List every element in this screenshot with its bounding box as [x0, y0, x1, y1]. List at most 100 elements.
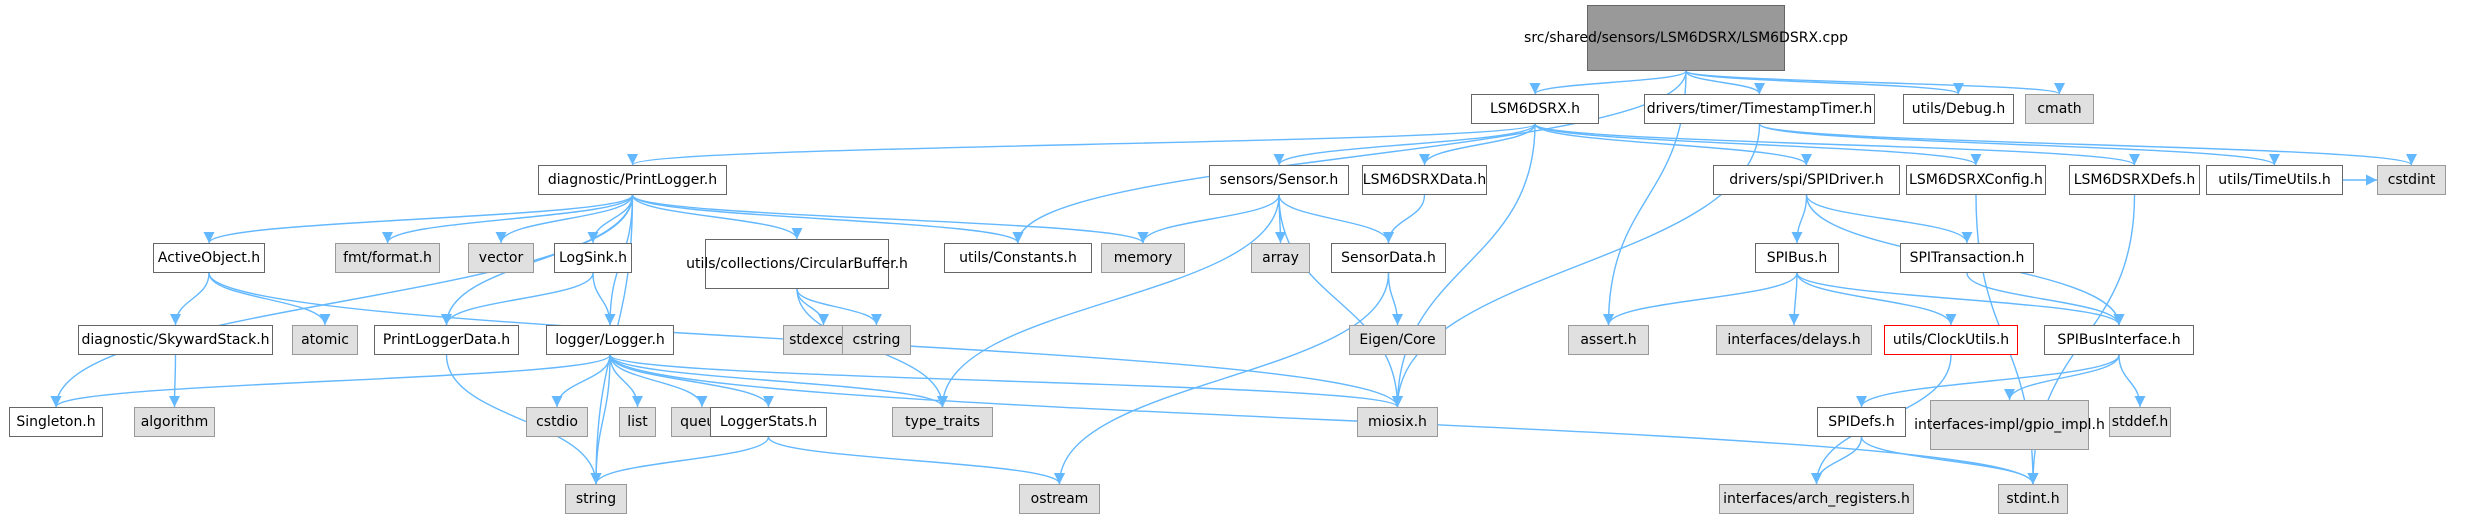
edge-logger_h-to-type_traits	[609, 354, 948, 408]
edge-print_logger-to-active_object	[203, 194, 634, 244]
edge-logger_h-to-cstdio	[551, 354, 611, 408]
node-algorithm: algorithm	[134, 407, 215, 437]
node-arch-registers-h: interfaces/arch_registers.h	[1719, 484, 1914, 514]
edge-spi_bus_interface-to-gpio_impl	[2003, 354, 2120, 401]
node-time-utils-h[interactable]: utils/TimeUtils.h	[2206, 165, 2343, 195]
edge-spi_bus-to-spi_bus_interface	[1796, 272, 2125, 326]
edge-print_logger-to-print_logger_data	[440, 194, 634, 326]
node-cstdint: cstdint	[2377, 165, 2446, 195]
edge-logger_stats-to-string	[590, 436, 770, 485]
edge-root-to-lsm6dsrx_h	[1529, 70, 1687, 95]
node-gpio-impl-h: interfaces-impl/gpio_impl.h	[1914, 400, 2105, 450]
node-sensor-h[interactable]: sensors/Sensor.h	[1209, 165, 1349, 195]
node-spi-defs-h[interactable]: SPIDefs.h	[1817, 407, 1906, 437]
edge-print_logger-to-singleton	[50, 194, 634, 408]
edge-spi_transaction-to-spi_bus_interface	[1966, 272, 2125, 326]
node-lsm6dsrx-data-h[interactable]: LSM6DSRXData.h	[1362, 165, 1487, 195]
edge-timestamp_timer-to-cstdint	[1758, 123, 2417, 166]
edge-log_sink-to-print_logger_data	[440, 272, 594, 326]
node-lsm6dsrx-config-h[interactable]: LSM6DSRXConfig.h	[1906, 165, 2046, 195]
node-cmath: cmath	[2025, 94, 2094, 124]
edge-lsm6dsrx_h-to-sensor_h	[1273, 123, 1536, 166]
edge-print_logger-to-fmt_format	[382, 194, 634, 244]
node-logger-stats-h[interactable]: LoggerStats.h	[710, 407, 827, 437]
edge-lsm6dsrx_h-to-miosix	[1391, 123, 1536, 408]
edge-spi_bus-to-interfaces_delays	[1788, 272, 1800, 326]
edge-lsm6dsrx_h-to-spi_driver	[1534, 123, 1812, 166]
edge-print_logger-to-vector	[495, 194, 634, 244]
node-print-logger-data-h[interactable]: PrintLoggerData.h	[374, 325, 519, 355]
node-print-logger-h[interactable]: diagnostic/PrintLogger.h	[538, 165, 727, 195]
node-sensor-data-h[interactable]: SensorData.h	[1331, 243, 1446, 273]
edge-spi_defs-to-stdint	[1860, 436, 2039, 485]
edge-logger_h-to-stdint	[609, 354, 2039, 485]
node-lsm6dsrx-defs-h[interactable]: LSM6DSRXDefs.h	[2069, 165, 2200, 195]
node-clock-utils-h[interactable]: utils/ClockUtils.h	[1884, 325, 2018, 355]
node-spi-bus-h[interactable]: SPIBus.h	[1755, 243, 1839, 273]
edge-spi_bus-to-assert_h	[1602, 272, 1798, 326]
edge-logger_h-to-queue	[609, 354, 708, 408]
edge-sensor_h-to-type_traits	[936, 194, 1280, 408]
node-atomic: atomic	[292, 325, 358, 355]
node-spi-driver-h[interactable]: drivers/spi/SPIDriver.h	[1713, 165, 1900, 195]
edge-print_logger-to-constants	[631, 194, 1024, 244]
edge-lsm6dsrx_h-to-print_logger	[627, 123, 1536, 166]
node-debug-h[interactable]: utils/Debug.h	[1903, 94, 2014, 124]
edge-spi_bus_interface-to-stddef	[2118, 354, 2146, 408]
node-eigen-core: Eigen/Core	[1349, 325, 1446, 355]
node-active-object-h[interactable]: ActiveObject.h	[153, 243, 265, 273]
node-fmt-format-h: fmt/format.h	[335, 243, 440, 273]
edge-logger_stats-to-ostream	[767, 436, 1065, 485]
edge-lsm6dsrx_h-to-lsm_defs	[1534, 123, 2140, 166]
node-spi-transaction-h[interactable]: SPITransaction.h	[1900, 243, 2034, 273]
edge-sensor_h-to-memory	[1137, 194, 1280, 244]
edge-logger_h-to-list	[609, 354, 644, 408]
node-stddef-h: stddef.h	[2109, 407, 2171, 437]
node-lsm6dsrx-h[interactable]: LSM6DSRX.h	[1471, 94, 1599, 124]
edge-spi_driver-to-spi_bus	[1791, 194, 1808, 244]
edge-root-to-timestamp_timer	[1685, 70, 1766, 95]
node-log-sink-h[interactable]: LogSink.h	[554, 243, 632, 273]
edge-timestamp_timer-to-time_utils	[1758, 123, 2280, 166]
node-ostream: ostream	[1019, 484, 1100, 514]
node-type-traits: type_traits	[892, 407, 993, 437]
node-skyward-stack-h[interactable]: diagnostic/SkywardStack.h	[78, 325, 273, 355]
edge-log_sink-to-logger_h	[592, 272, 616, 326]
edge-spi_driver-to-spi_transaction	[1805, 194, 1973, 244]
edge-print_logger-to-circular_buffer	[631, 194, 803, 240]
node-constants-h[interactable]: utils/Constants.h	[944, 243, 1092, 273]
edge-logger_h-to-miosix	[609, 354, 1403, 408]
edge-active_object-to-skyward_stack	[169, 272, 210, 326]
edge-circular_buffer-to-cstring	[796, 288, 883, 326]
edge-spi_bus-to-clock_utils	[1796, 272, 1957, 326]
edge-skyward_stack-to-algorithm	[168, 354, 181, 408]
edge-logger_h-to-singleton	[50, 354, 611, 408]
node-logger-h[interactable]: logger/Logger.h	[546, 325, 674, 355]
node-spi-bus-interface-h[interactable]: SPIBusInterface.h	[2044, 325, 2194, 355]
node-cstdio: cstdio	[526, 407, 588, 437]
edge-root-to-cmath	[1685, 70, 2065, 95]
node-list: list	[619, 407, 656, 437]
edge-spi_defs-to-arch_registers	[1810, 436, 1863, 485]
edge-sensor_data-to-eigen_core	[1387, 272, 1404, 326]
node-stdint-h: stdint.h	[1998, 484, 2068, 514]
edge-sensor_h-to-sensor_data	[1278, 194, 1395, 244]
edge-circular_buffer-to-stdexcept	[796, 288, 830, 326]
node-assert-h: assert.h	[1568, 325, 1649, 355]
node-cstring: cstring	[842, 325, 911, 355]
node-miosix-h: miosix.h	[1357, 407, 1438, 437]
edge-print_logger_data-to-string	[445, 354, 602, 485]
edge-lsm6dsrx_h-to-lsm_config	[1534, 123, 1982, 166]
edge-logger_h-to-string	[590, 354, 611, 485]
node-interfaces-delays-h: interfaces/delays.h	[1716, 325, 1872, 355]
node-string: string	[565, 484, 627, 514]
node-singleton-h[interactable]: Singleton.h	[9, 407, 103, 437]
node-vector: vector	[468, 243, 534, 273]
edge-active_object-to-atomic	[208, 272, 331, 326]
node-timestamp-timer-h[interactable]: drivers/timer/TimestampTimer.h	[1644, 94, 1875, 124]
node-memory: memory	[1101, 243, 1185, 273]
edge-logger_h-to-logger_stats	[609, 354, 775, 408]
node-lsm6dsrx-cpp[interactable]: src/shared/sensors/LSM6DSRX/LSM6DSRX.cpp	[1524, 5, 1848, 71]
